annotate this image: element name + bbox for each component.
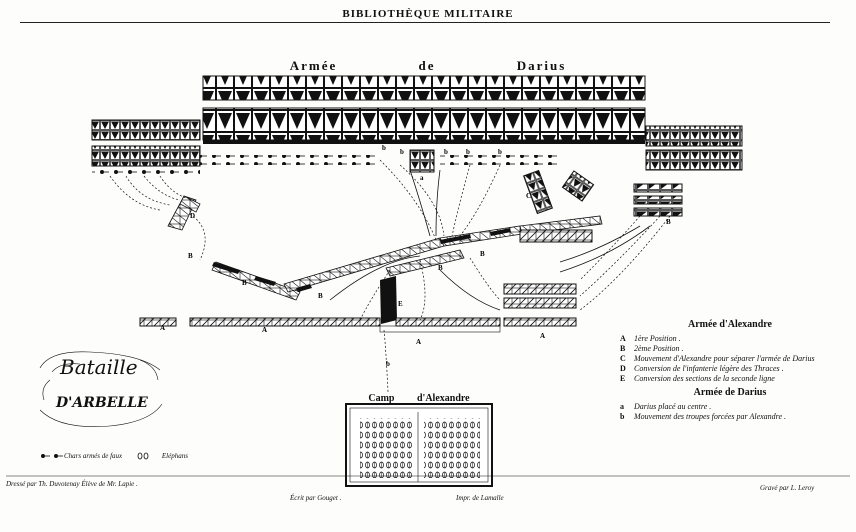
camp-alexandre-word: d'Alexandre [417, 393, 470, 404]
map-label-b-2: b [400, 148, 404, 156]
symbol-legend-glyphs [41, 452, 149, 460]
map-label-B-left: B [188, 252, 193, 260]
darius-front-line [202, 75, 646, 144]
map-label-C: C [526, 192, 531, 200]
symbol-legend: Chars armés de faux Eléphans [40, 452, 188, 460]
legend-alexandre-title: Armée d'Alexandre [688, 319, 772, 330]
darius-centre [409, 149, 435, 173]
title-word-darius: Darius [516, 58, 567, 73]
map-label-B-3: B [318, 292, 323, 300]
alexandre-dark-segments [212, 228, 511, 324]
footer-drawn-by: Dressé par Th. Duvotenay Élève de Mr. La… [6, 480, 138, 488]
map-label-b-5: b [498, 148, 502, 156]
chariots-row [92, 155, 560, 176]
alexandre-c-group [523, 169, 595, 215]
map-label-a: a [420, 174, 424, 182]
map-label-B-2: B [242, 279, 247, 287]
movement-paths [109, 159, 671, 393]
header-rule [20, 22, 830, 23]
map-label-b-camp: b [386, 360, 390, 368]
symbol-chars-label: Chars armés de faux [64, 452, 123, 460]
footer-printed-by: Impr. de Lamalle [456, 494, 504, 502]
symbol-elephants-label: Eléphans [161, 452, 188, 460]
map-label-B-right: B [666, 218, 671, 226]
cartouche-title-line2: D'ARBELLE [56, 395, 148, 411]
darius-right-wing [633, 125, 743, 217]
map-label-B-4: B [438, 264, 443, 272]
title-word-de: de [418, 58, 436, 73]
camp-alexandre [345, 403, 493, 487]
footer-written-by: Écrit par Gouget . [290, 494, 342, 502]
cartouche-title-line1: Bataille [60, 355, 138, 379]
solid-paths [329, 169, 651, 311]
map-label-A-3: A [416, 338, 421, 346]
footer-engraved-by: Gravé par L. Leroy [760, 484, 815, 492]
title-word-armee: Armée [289, 58, 338, 73]
camp-word: Camp [368, 393, 395, 404]
map-label-A-4: A [540, 332, 545, 340]
camp-title: Camp d'Alexandre [346, 393, 492, 404]
map-label-D: D [190, 212, 195, 220]
map-label-A-1: A [160, 324, 165, 332]
map-label-b-3: b [444, 148, 448, 156]
legend-darius-title: Armée de Darius [693, 387, 767, 398]
map-label-B-5: B [480, 250, 485, 258]
alexandre-right-flank [503, 229, 593, 309]
map-label-E: E [398, 300, 403, 308]
series-header: BIBLIOTHÈQUE MILITAIRE [342, 8, 514, 20]
map-label-A-2: A [262, 326, 267, 334]
map-label-b-4: b [466, 148, 470, 156]
alexandre-first-position [139, 317, 577, 333]
cartouche-flourish [39, 351, 163, 427]
darius-army-title: Armée de Darius [0, 58, 856, 74]
darius-left-wing [91, 119, 201, 167]
map-letters: B D B B B B B C E a b A A A A b b b b b [160, 144, 671, 368]
map-label-b-1: b [382, 144, 386, 152]
